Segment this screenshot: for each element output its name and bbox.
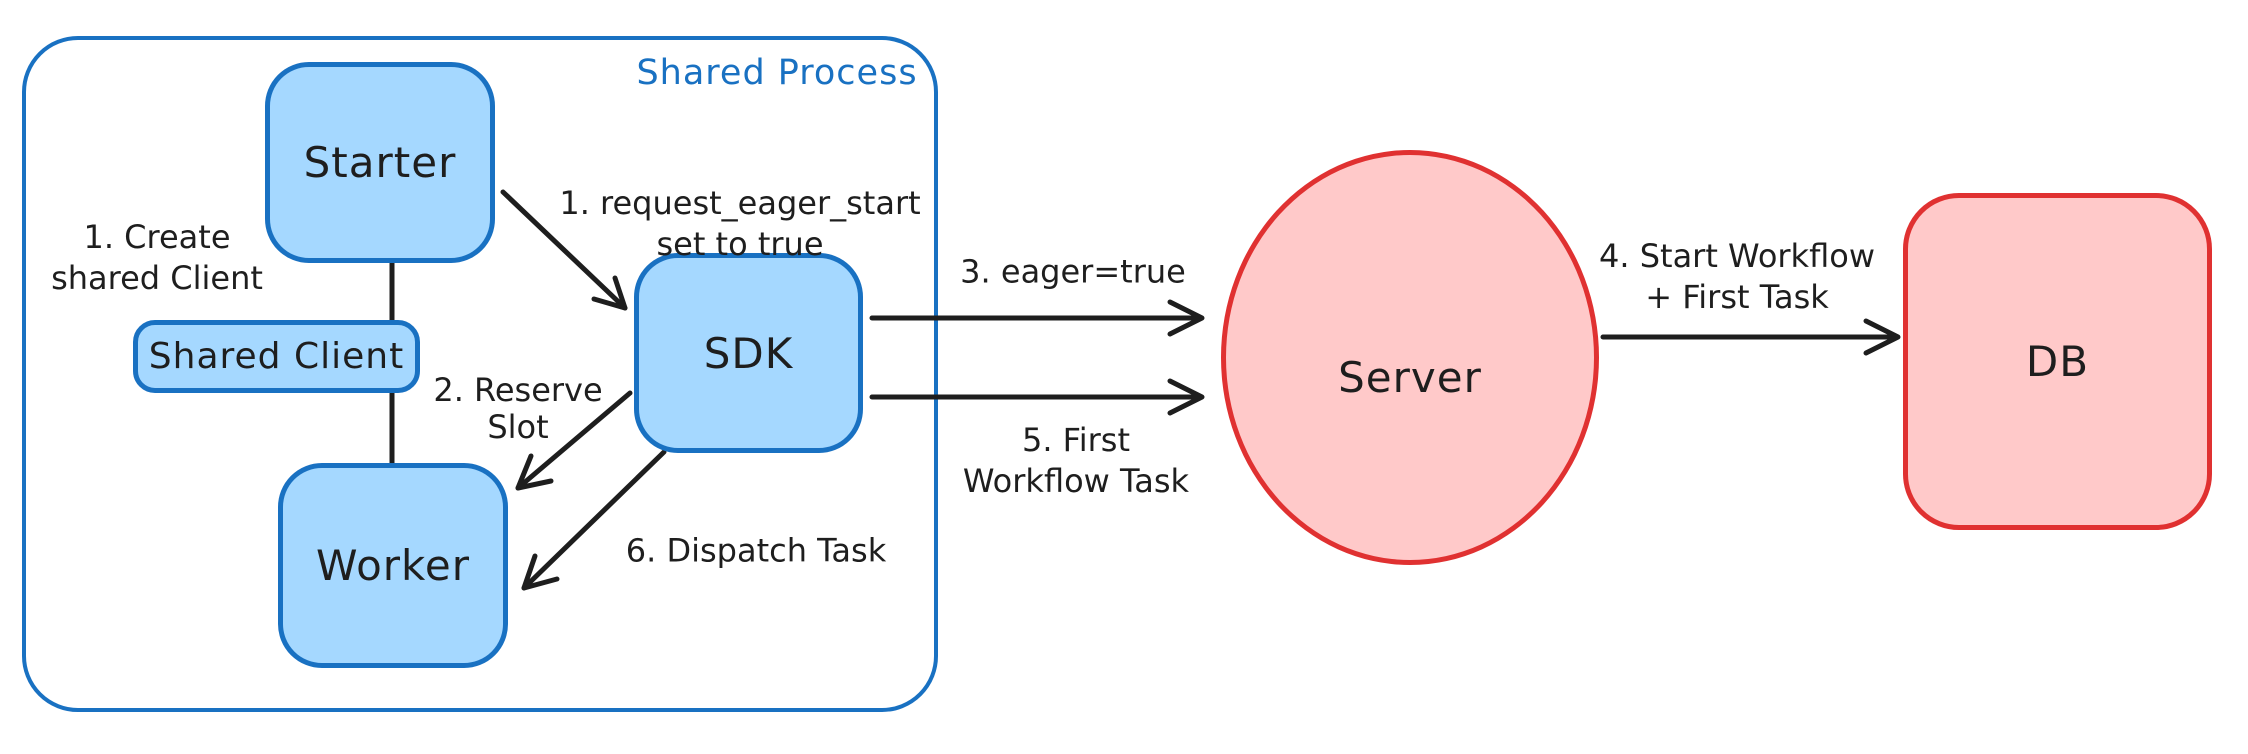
shared-process-title: Shared Process (636, 53, 918, 93)
node-worker: Worker (278, 463, 508, 668)
node-server: Server (1221, 150, 1599, 565)
annotation-eager-true: 3. eager=true (960, 252, 1186, 291)
annotation-dispatch-task: 6. Dispatch Task (625, 531, 887, 570)
annotation-first-workflow-task: 5. First Workflow Task (962, 421, 1190, 500)
arrowhead-sdk-server-bottom (1167, 378, 1205, 416)
arrowhead-server-db (1863, 318, 1901, 356)
annotation-create-shared-client: 1. Create shared Client (51, 218, 263, 297)
arrowhead-starter-sdk (591, 275, 628, 311)
node-server-label: Server (1338, 353, 1482, 402)
shared-process-group (22, 36, 938, 712)
node-sdk-label: SDK (703, 328, 794, 378)
arrowhead-sdk-worker-reserve (515, 453, 554, 491)
arrowhead-sdk-server-top (1167, 299, 1205, 337)
node-shared-client-label: Shared Client (148, 336, 405, 377)
node-worker-label: Worker (316, 541, 470, 590)
node-db-label: DB (2025, 337, 2090, 386)
node-starter: Starter (265, 62, 495, 263)
node-shared-client: Shared Client (133, 320, 420, 393)
arrow-sdk-worker-dispatch (521, 449, 667, 591)
annotation-request-eager-start: 1. request_eager_start set to true (559, 184, 921, 263)
node-sdk: SDK (634, 253, 863, 453)
annotation-reserve-slot: 2. Reserve Slot (433, 371, 603, 446)
annotation-start-workflow: 4. Start Workflow + First Task (1599, 237, 1875, 316)
arrowhead-sdk-worker-dispatch (521, 553, 560, 591)
arrow-starter-sdk (500, 189, 628, 311)
node-db: DB (1903, 193, 2212, 530)
arrow-sdk-worker-reserve (515, 390, 633, 491)
node-starter-label: Starter (303, 138, 457, 187)
